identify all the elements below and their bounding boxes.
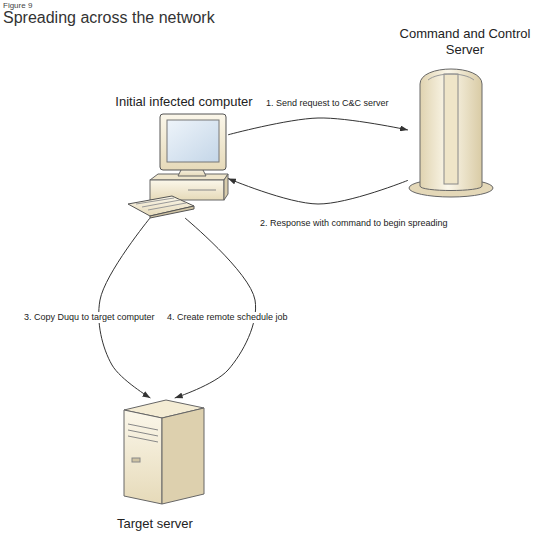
- server-icon: [124, 400, 204, 504]
- figure-number: Figure 9: [3, 1, 32, 10]
- node-label: Target server: [117, 516, 193, 532]
- connector-arrow: [175, 218, 256, 398]
- device-node: Target server: [118, 398, 208, 506]
- step-label: 1. Send request to C&C server: [264, 98, 391, 109]
- node-label: Command and Control Server: [390, 26, 540, 58]
- node-heading: Target server: [117, 516, 193, 532]
- step-label: 2. Response with command to begin spread…: [258, 218, 450, 229]
- figure-title: Spreading across the network: [3, 9, 215, 27]
- connector-arrow: [228, 178, 408, 204]
- step-label: 4. Create remote schedule job: [165, 312, 290, 323]
- device-node: Initial infected computer: [128, 114, 228, 218]
- node-label: Initial infected computer: [115, 94, 252, 110]
- server-icon: [409, 69, 493, 197]
- connector-arrow: [228, 118, 408, 135]
- step-label: 3. Copy Duqu to target computer: [22, 312, 157, 323]
- device-node: Command and Control Server: [408, 62, 494, 198]
- node-heading: Initial infected computer: [115, 94, 252, 110]
- node-heading: Command and Control Server: [390, 26, 540, 58]
- computer-icon: [128, 114, 228, 218]
- connector-arrow: [99, 218, 151, 398]
